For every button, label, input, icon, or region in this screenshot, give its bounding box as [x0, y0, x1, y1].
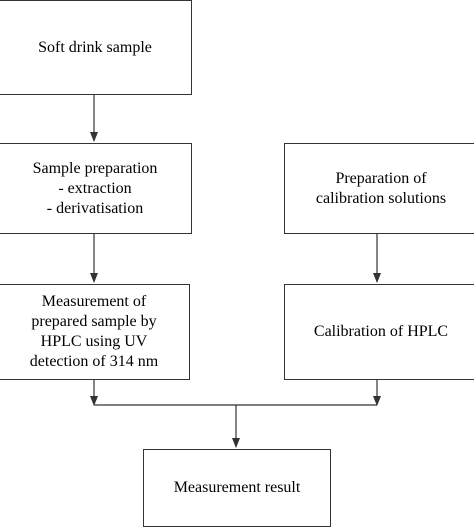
soft-drink-sample-box: Soft drink sample [0, 0, 192, 95]
sample-preparation-line-2: - extraction [58, 179, 132, 197]
sample-preparation-line-3: - derivatisation [46, 199, 144, 217]
measurement-result-line-1: Measurement result [173, 479, 301, 496]
measurement-prepared-sample-box: Measurement of prepared sample by HPLC u… [0, 284, 190, 380]
measurement-line-3: HPLC using UV [40, 333, 148, 350]
soft-drink-sample-line-1: Soft drink sample [38, 38, 152, 56]
preparation-calibration-box: Preparation of calibration solutions [284, 143, 474, 234]
measurement-line-1: Measurement of [41, 293, 147, 310]
measurement-result-box: Measurement result [143, 449, 331, 527]
measurement-line-2: prepared sample by [31, 313, 157, 330]
sample-preparation-box: Sample preparation - extraction - deriva… [0, 143, 192, 234]
calibration-hplc-line-1: Calibration of HPLC [313, 323, 449, 340]
calibration-hplc-box: Calibration of HPLC [284, 284, 474, 380]
preparation-calibration-line-2: calibration solutions [315, 189, 447, 207]
sample-preparation-line-1: Sample preparation [32, 159, 158, 177]
preparation-calibration-line-1: Preparation of [335, 169, 427, 187]
measurement-line-4: detection of 314 nm [29, 353, 159, 370]
